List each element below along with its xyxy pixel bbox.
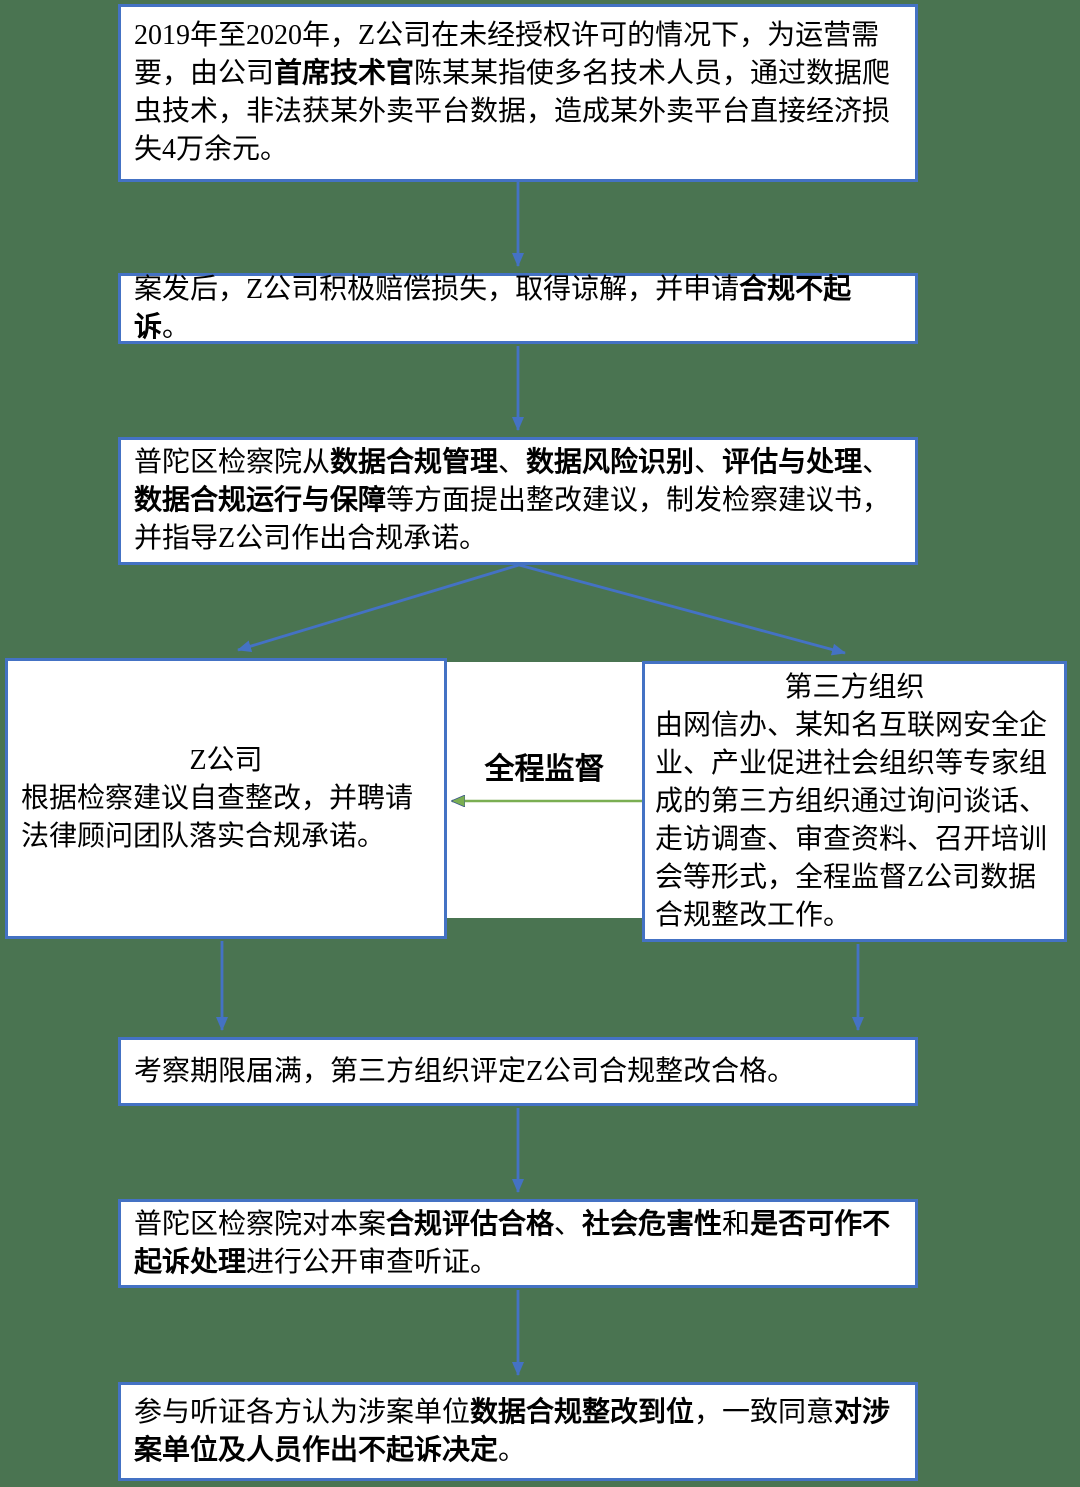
supervision-gap-panel — [447, 662, 642, 918]
flow-node-rectification-suggestions: 普陀区检察院从数据合规管理、数据风险识别、评估与处理、数据合规运行与保障等方面提… — [118, 437, 918, 565]
flow-node-compensation: 案发后，Z公司积极赔偿损失，取得谅解，并申请合规不起诉。 — [118, 273, 918, 344]
flow-node-company-self-check: Z公司 根据检察建议自查整改，并聘请法律顾问团队落实合规承诺。 — [5, 658, 447, 939]
flow-node-third-party-title: 第三方组织 — [784, 671, 925, 703]
flow-node-company-text: 根据检察建议自查整改，并聘请法律顾问团队落实合规承诺。 — [21, 782, 414, 852]
flow-node-case-origin: 2019年至2020年，Z公司在未经授权许可的情况下，为运营需要，由公司首席技术… — [118, 4, 918, 182]
flow-node-inspection-result: 考察期限届满，第三方组织评定Z公司合规整改合格。 — [118, 1037, 918, 1106]
flow-node-third-party-text: 由网信办、某知名互联网安全企业、产业促进社会组织等专家组成的第三方组织通过询问谈… — [655, 709, 1048, 931]
flow-node-case-origin-text: 2019年至2020年，Z公司在未经授权许可的情况下，为运营需要，由公司首席技术… — [134, 20, 891, 165]
flow-node-company-title: Z公司 — [189, 744, 263, 776]
supervision-arrow-label: 全程监督 — [484, 753, 605, 786]
flow-node-hearing-text: 普陀区检察院对本案合规评估合格、社会危害性和是否可作不起诉处理进行公开审查听证。 — [134, 1208, 891, 1278]
flow-node-decision-text: 参与听证各方认为涉案单位数据合规整改到位，一致同意对涉案单位及人员作出不起诉决定… — [134, 1396, 891, 1466]
flow-node-final-decision: 参与听证各方认为涉案单位数据合规整改到位，一致同意对涉案单位及人员作出不起诉决定… — [118, 1382, 918, 1481]
flow-node-third-party: 第三方组织 由网信办、某知名互联网安全企业、产业促进社会组织等专家组成的第三方组… — [642, 661, 1067, 942]
flow-node-compensation-text: 案发后，Z公司积极赔偿损失，取得谅解，并申请合规不起诉。 — [134, 273, 852, 343]
flow-node-public-hearing: 普陀区检察院对本案合规评估合格、社会危害性和是否可作不起诉处理进行公开审查听证。 — [118, 1199, 918, 1288]
arrow-diagonal-icon-rectification-to-third-party — [518, 563, 846, 656]
flow-node-inspection-text: 考察期限届满，第三方组织评定Z公司合规整改合格。 — [134, 1055, 796, 1087]
arrow-diagonal-icon-rectification-to-company — [237, 563, 520, 652]
flow-node-rectification-text: 普陀区检察院从数据合规管理、数据风险识别、评估与处理、数据合规运行与保障等方面提… — [134, 447, 891, 554]
